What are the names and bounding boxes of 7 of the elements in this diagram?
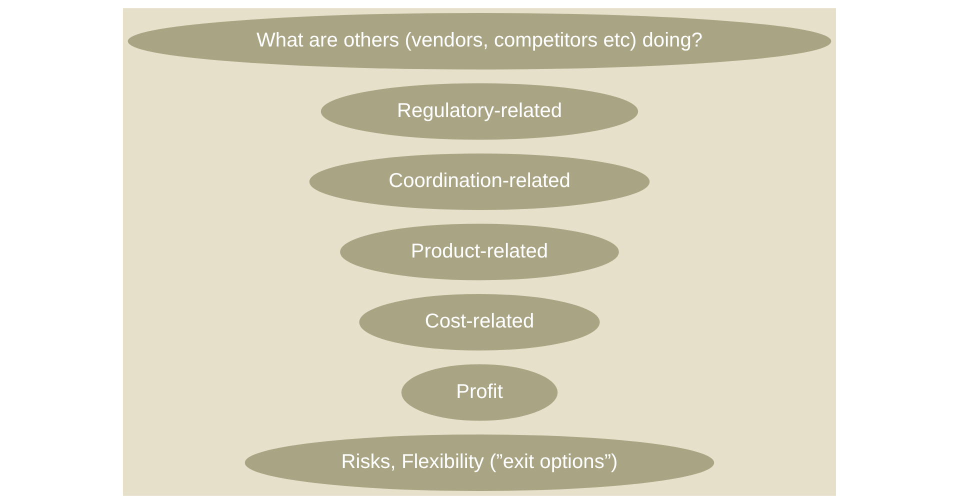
node-ellipse: Risks, Flexibility (”exit options”) — [244, 434, 714, 491]
node-ellipse: Profit — [401, 364, 558, 421]
node-ellipse: What are others (vendors, competitors etc) doing? — [128, 13, 832, 70]
node-ellipse: Product-related — [340, 224, 619, 280]
node-ellipse: Coordination-related — [309, 154, 650, 210]
node-ellipse: Cost-related — [359, 294, 600, 350]
node-ellipse: Regulatory-related — [320, 83, 638, 140]
